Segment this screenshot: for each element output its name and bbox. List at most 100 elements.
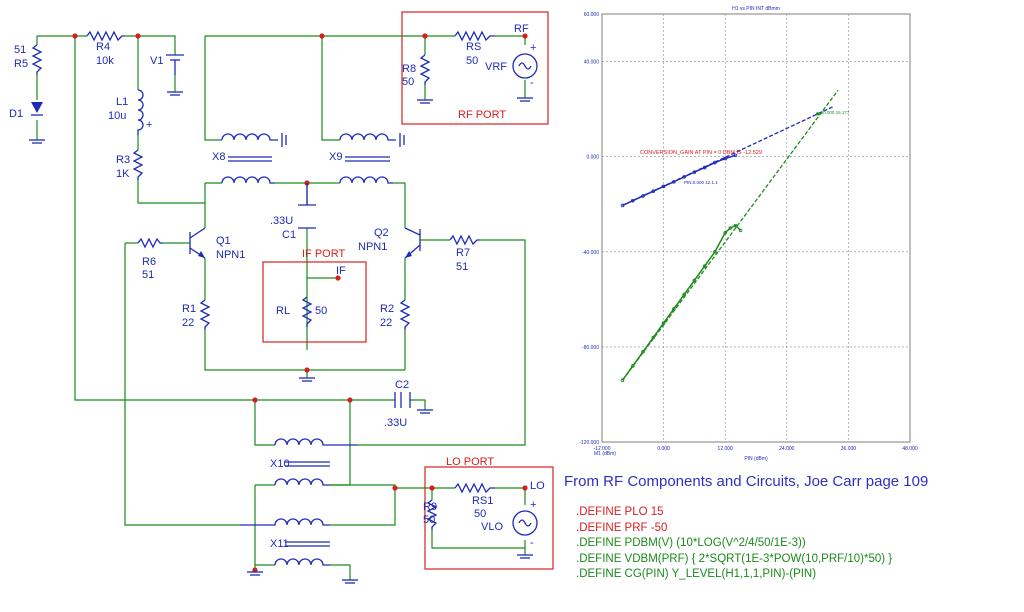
define-line: .DEFINE VDBM(PRF) { 2*SQRT(1E-3*POW(10,P… (576, 552, 893, 565)
rf-node-label: RF (514, 23, 529, 35)
r4-ref: R4 (96, 41, 110, 53)
chart-xlabel: PIN (dBm) (744, 456, 768, 462)
r6-ref: R6 (142, 256, 156, 268)
r5-value: 51 (14, 44, 26, 56)
resistor-r7: R7 51 (449, 234, 480, 273)
chart-annotation-pin: PIN:0.000 12.1.1 (684, 180, 718, 185)
vrf-ref: VRF (485, 61, 507, 73)
chart-annotation-gain: CONVERSION_GAIN AT PIN = 0 DBM IS -12.52… (640, 150, 762, 156)
data-point (702, 264, 707, 268)
lo-port-label: LO PORT (446, 456, 494, 468)
resistor-r5: 51 R5 (14, 44, 43, 75)
vlo-plus: + (530, 499, 536, 511)
resistor-r2: R2 22 (380, 299, 411, 330)
junction-nodes (72, 33, 528, 573)
source-caption: From RF Components and Circuits, Joe Car… (564, 473, 929, 490)
rf-port-box: RF PORT RF (401, 11, 549, 125)
r7-value: 51 (456, 261, 468, 273)
r4-value: 10k (96, 55, 114, 67)
mixer-schematic: 51 R5 D1 R4 10k V1 L1 10u + R3 1K (9, 11, 554, 584)
resistor-rs: RS 50 (454, 30, 495, 67)
chart-title: H1 vs PIN INT dBmm (732, 6, 780, 12)
x-tick-label: 48.000 (902, 446, 918, 452)
source-vlo: + - VLO (481, 499, 538, 559)
vrf-plus: + (530, 42, 536, 54)
r8-ref: R8 (402, 63, 416, 75)
series-line-3 (622, 89, 839, 381)
r2-ref: R2 (380, 303, 394, 315)
battery-v1: V1 (150, 54, 184, 96)
data-point (713, 160, 717, 165)
lo-port-box: LO PORT LO (424, 456, 554, 570)
transistor-q2: Q2 NPN1 (358, 227, 421, 259)
q2-value: NPN1 (358, 241, 387, 253)
chart-x-min-label: M1 (dBm) (594, 451, 616, 457)
x8-ref: X8 (212, 151, 225, 163)
r6-value: 51 (142, 269, 154, 281)
spice-defines: .DEFINE PLO 15 .DEFINE PRF -50 .DEFINE P… (576, 505, 892, 583)
wires (36, 35, 526, 580)
resistor-rl: RL 50 (276, 296, 327, 327)
c2-ref: C2 (395, 379, 409, 391)
r1-value: 22 (182, 317, 194, 329)
transformer-x8: X8 (212, 133, 287, 184)
define-line: .DEFINE CG(PIN) Y_LEVEL(H1,1,1,PIN)-(PIN… (576, 568, 817, 580)
r5-ref: R5 (14, 58, 28, 70)
if-port-label: IF PORT (302, 248, 345, 260)
data-point (728, 226, 733, 230)
marker-label: 30.000 15.177 (821, 110, 850, 115)
vlo-ref: VLO (481, 521, 503, 533)
y-tick-label: 40.000 (584, 60, 600, 66)
capacitor-c1: .33U C1 (270, 183, 316, 241)
rs-value: 50 (466, 55, 478, 67)
x-tick-label: 24.000 (779, 446, 795, 452)
inductor-l1: L1 10u + (108, 89, 152, 135)
q2-ref: Q2 (374, 227, 389, 239)
d1-ref: D1 (9, 108, 23, 120)
x-tick-label: 12.000 (718, 446, 734, 452)
resistor-r8: R8 50 (402, 54, 433, 104)
rl-value: 50 (315, 305, 327, 317)
define-line: .DEFINE PLO 15 (576, 506, 664, 518)
transformer-x11: X11 (240, 518, 358, 584)
transistor-q1: Q1 NPN1 (189, 227, 245, 261)
resistor-r9: R9 50 (423, 499, 438, 530)
data-point (738, 228, 743, 233)
rf-port-label: RF PORT (458, 109, 506, 121)
y-tick-label: -40.000 (582, 250, 599, 256)
x10-ref: X10 (270, 458, 290, 470)
v1-ref: V1 (150, 55, 163, 67)
rs1-ref: RS1 (472, 495, 493, 507)
lo-node-label: LO (530, 480, 545, 492)
diode-d1: D1 (9, 102, 45, 144)
define-line: .DEFINE PDBM(V) (10*LOG(V^2/4/50/1E-3)) (576, 537, 806, 549)
x-tick-label: -12.000 (594, 446, 611, 452)
l1-value: 10u (108, 110, 126, 122)
data-point (692, 170, 697, 174)
rs-ref: RS (466, 41, 481, 53)
y-tick-label: -120.000 (579, 440, 599, 446)
l1-plus: + (146, 119, 152, 131)
resistor-r3: R3 1K (116, 149, 144, 180)
marker-point (816, 112, 820, 116)
data-point (733, 153, 738, 158)
c2-value: .33U (384, 417, 407, 429)
rs1-value: 50 (474, 508, 486, 520)
q1-value: NPN1 (216, 249, 245, 261)
transformer-x10: X10 (270, 438, 358, 486)
data-point (620, 378, 625, 382)
rl-ref: RL (276, 305, 290, 317)
if-port-box: IF PORT IF (262, 248, 367, 343)
x9-ref: X9 (329, 151, 342, 163)
plot-frame (601, 13, 911, 443)
data-point (692, 278, 697, 283)
source-vrf: + - VRF (485, 42, 538, 102)
r2-value: 22 (380, 317, 392, 329)
vlo-minus: - (530, 537, 534, 549)
r9-value: 50 (423, 514, 435, 526)
x-tick-label: 0.000 (657, 446, 670, 452)
resistor-r6: R6 51 (137, 237, 163, 281)
r9-ref: R9 (423, 501, 437, 513)
